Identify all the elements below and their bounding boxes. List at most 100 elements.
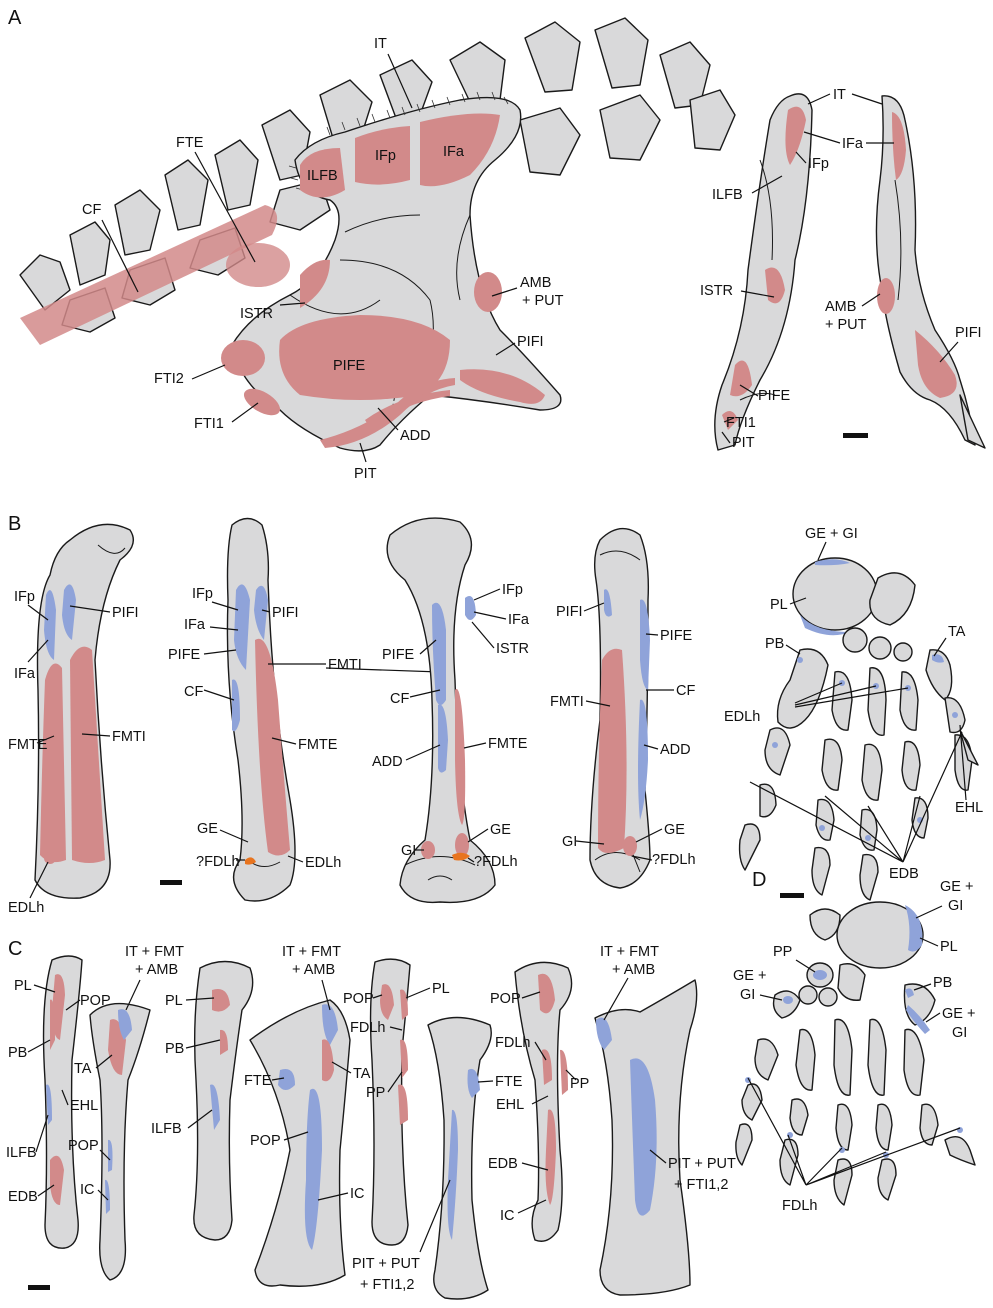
label-c1-itf1: IT + FMT xyxy=(125,944,184,960)
label-c1-ta: TA xyxy=(74,1061,92,1077)
label-pifi: PIFI xyxy=(517,334,544,350)
label-c1-pl: PL xyxy=(14,978,32,994)
label-c4-ic: IC xyxy=(500,1208,515,1224)
label-d-pl: PL xyxy=(940,939,958,955)
label-b4-cf: CF xyxy=(676,683,695,699)
label-c2-fte: FTE xyxy=(244,1073,272,1089)
label-dorsal-ilfb: ILFB xyxy=(712,187,743,203)
label-amb-put: + PUT xyxy=(522,293,564,309)
label-dorsal-pife: PIFE xyxy=(758,388,791,404)
label-b1-pifi: PIFI xyxy=(112,605,139,621)
label-ifa: IFa xyxy=(443,144,465,160)
label-c3-fte: FTE xyxy=(495,1074,523,1090)
scale-bar-c xyxy=(28,1285,50,1290)
label-dorsal-fti1: FTI1 xyxy=(726,415,756,431)
panel-label-b: B xyxy=(8,513,21,535)
label-c1-pb: PB xyxy=(8,1045,27,1061)
label-b3-fmte: FMTE xyxy=(488,736,528,752)
pelvis-dorsal-right xyxy=(876,96,975,445)
label-b4-ge: GE xyxy=(664,822,685,838)
label-d-gegi2: GI xyxy=(948,898,963,914)
label-ifp: IFp xyxy=(375,148,396,164)
label-b1-ifp: IFp xyxy=(14,589,35,605)
label-c4-pp: PP xyxy=(570,1076,589,1092)
label-dorsal-amb: AMB xyxy=(825,299,856,315)
label-b3-cf: CF xyxy=(390,691,409,707)
label-dorsal-ifp: IFp xyxy=(808,156,829,172)
label-dorsal-istr: ISTR xyxy=(700,283,733,299)
label-c2-pop: POP xyxy=(250,1133,281,1149)
label-it: IT xyxy=(374,36,387,52)
label-c3-pit1: PIT + PUT xyxy=(352,1256,420,1272)
label-b2-fmte: FMTE xyxy=(298,737,338,753)
label-istr: ISTR xyxy=(240,306,273,322)
label-dorsal-pifi: PIFI xyxy=(955,325,982,341)
scale-bar-b xyxy=(160,880,182,885)
label-c1-pop: POP xyxy=(80,993,111,1009)
label-c3-pl: PL xyxy=(432,981,450,997)
label-ilfb: ILFB xyxy=(307,168,338,184)
fte-origin-blob xyxy=(226,243,290,287)
label-d-gegi3: GE + xyxy=(733,968,766,984)
label-cf: CF xyxy=(82,202,101,218)
label-b5-gegi: GE + GI xyxy=(805,526,858,542)
label-amb: AMB xyxy=(520,275,551,291)
label-c2-ilfb: ILFB xyxy=(151,1121,182,1137)
label-b1-edlh: EDLh xyxy=(8,900,44,916)
label-c2-itf2: + AMB xyxy=(292,962,335,978)
tibia-3 xyxy=(428,1018,491,1300)
panel-d: D GE + GI xyxy=(733,869,975,1214)
label-c2-pl: PL xyxy=(165,993,183,1009)
label-b3-istr: ISTR xyxy=(496,641,529,657)
panel-a: A xyxy=(8,7,985,482)
label-c3-pop: POP xyxy=(343,991,374,1007)
scale-bar-a xyxy=(843,433,868,438)
label-fte: FTE xyxy=(176,135,204,151)
label-c3-pp: PP xyxy=(366,1085,385,1101)
label-d-pb: PB xyxy=(933,975,952,991)
label-b3-fdlh: ?FDLh xyxy=(474,854,518,870)
label-d-gegi6: GI xyxy=(952,1025,967,1041)
label-b5-edb: EDB xyxy=(889,866,919,882)
label-b5-pb: PB xyxy=(765,636,784,652)
panel-label-a: A xyxy=(8,7,22,29)
label-b2-ifa: IFa xyxy=(184,617,206,633)
label-c1-ilfb: ILFB xyxy=(6,1145,37,1161)
panel-label-d: D xyxy=(752,869,766,891)
label-fti2: FTI2 xyxy=(154,371,184,387)
label-b3-ifp: IFp xyxy=(502,582,523,598)
label-d-gegi4: GI xyxy=(740,987,755,1003)
label-d-fdlh: FDLh xyxy=(782,1198,817,1214)
label-d-gegi1: GE + xyxy=(940,879,973,895)
label-b2-cf: CF xyxy=(184,684,203,700)
label-c4-fdlh: FDLh xyxy=(495,1035,530,1051)
label-c1-itf2: + AMB xyxy=(135,962,178,978)
label-b4-pife: PIFE xyxy=(660,628,693,644)
label-c1-ehl: EHL xyxy=(70,1098,98,1114)
label-c2-itf1: IT + FMT xyxy=(282,944,341,960)
label-dorsal-amb-put: + PUT xyxy=(825,317,867,333)
label-c1-ic: IC xyxy=(80,1182,95,1198)
label-b2-fdlh: ?FDLh xyxy=(196,854,240,870)
label-b3-add: ADD xyxy=(372,754,403,770)
label-b5-ehl: EHL xyxy=(955,800,983,816)
label-dorsal-it: IT xyxy=(833,87,846,103)
label-b2-pifi: PIFI xyxy=(272,605,299,621)
label-b2-fmti: FMTI xyxy=(328,657,362,673)
label-pife: PIFE xyxy=(333,358,366,374)
panel-b: B IFp IFa PIFI FMTE FMTI EDLh IFp IFa xyxy=(8,513,983,916)
label-dorsal-ifa: IFa xyxy=(842,136,864,152)
label-c4-itf2: + AMB xyxy=(612,962,655,978)
label-c4-pit1: PIT + PUT xyxy=(668,1156,736,1172)
label-b4-fmti: FMTI xyxy=(550,694,584,710)
label-c1-edb: EDB xyxy=(8,1189,38,1205)
label-b2-ge: GE xyxy=(197,821,218,837)
label-c4-pop: POP xyxy=(490,991,521,1007)
panel-c: C PL PB ILFB EDB POP TA EHL POP IC IT + … xyxy=(6,938,736,1299)
label-b2-ifp: IFp xyxy=(192,586,213,602)
label-pit: PIT xyxy=(354,466,377,482)
label-b1-fmte: FMTE xyxy=(8,737,48,753)
label-b4-fdlh: ?FDLh xyxy=(652,852,696,868)
label-fti1: FTI1 xyxy=(194,416,224,432)
label-b5-ta: TA xyxy=(948,624,966,640)
